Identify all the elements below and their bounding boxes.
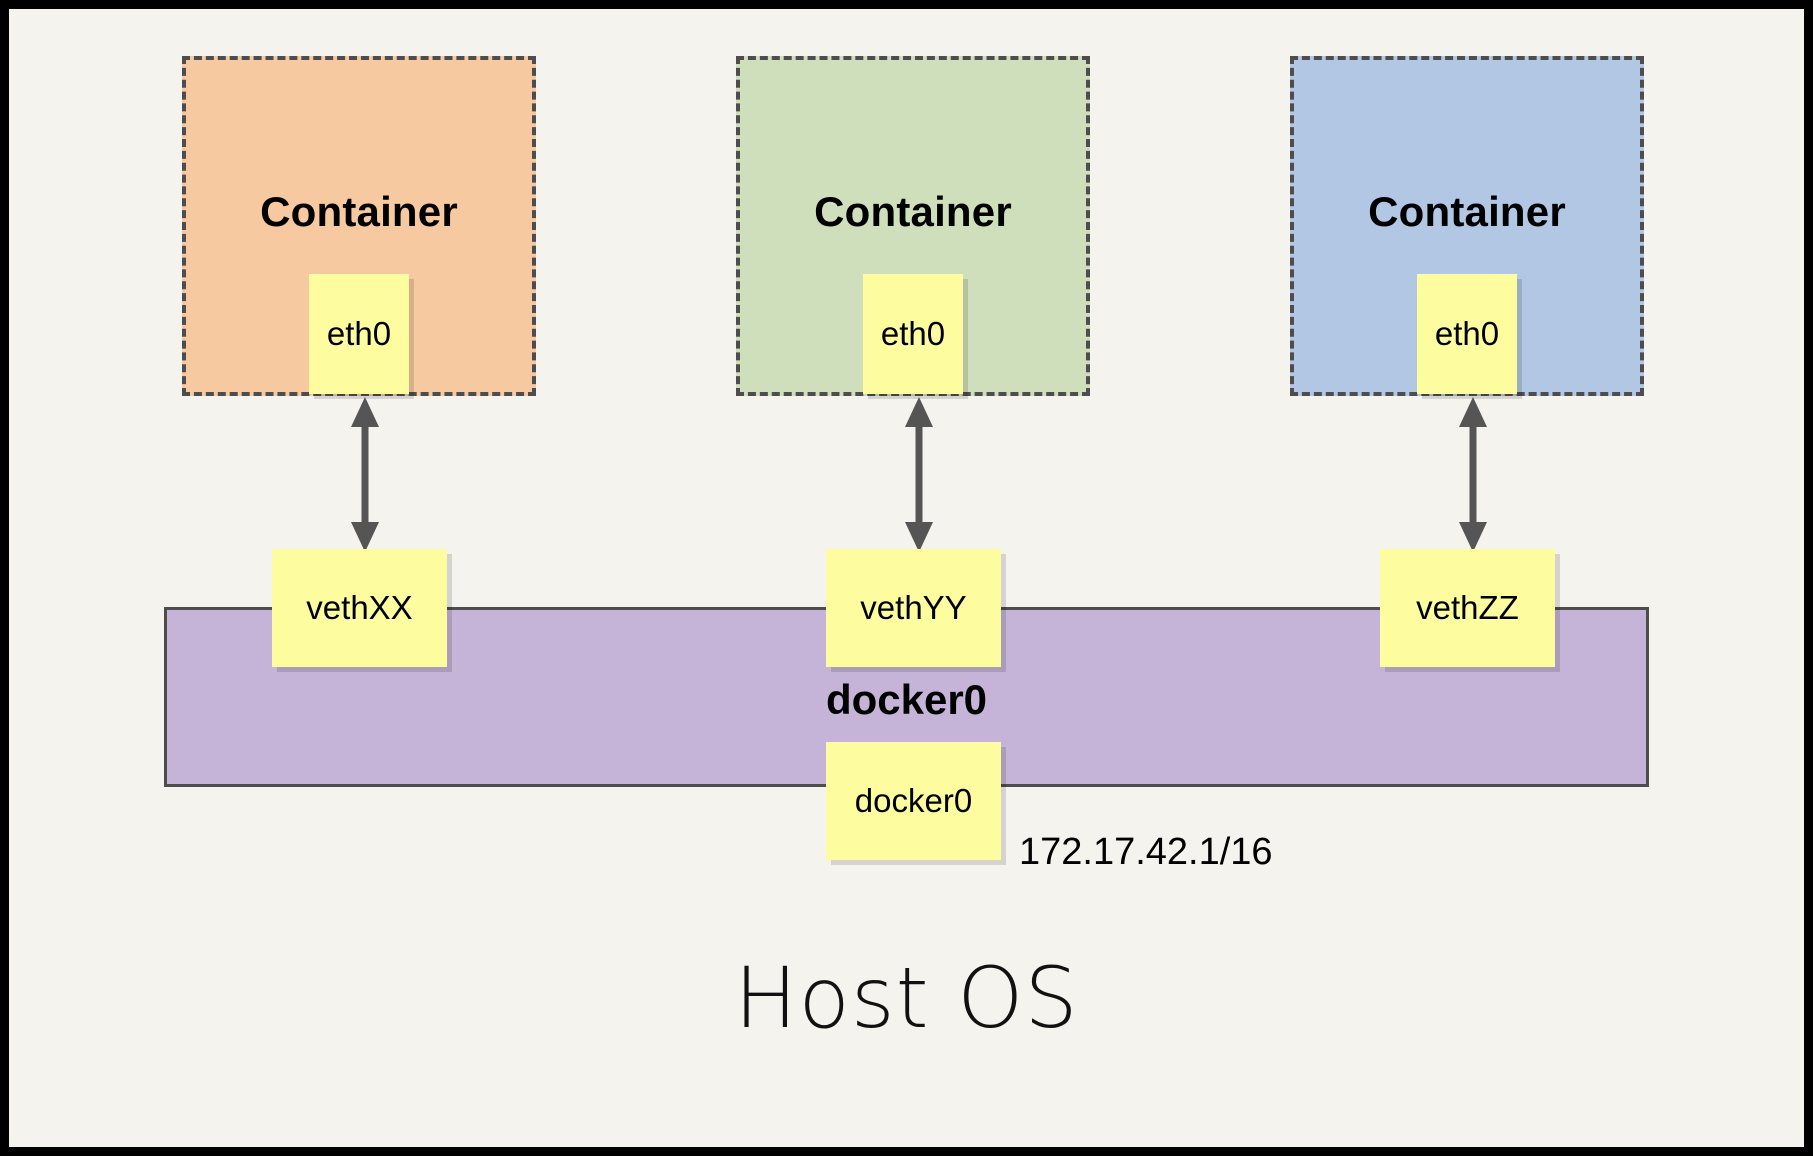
diagram-canvas: Container eth0 Container eth0 Container … [9,9,1804,1147]
eth0-interface-2[interactable]: eth0 [863,274,963,394]
docker0-bridge-label: docker0 [825,676,988,723]
container-label-1: Container [260,188,458,235]
container-label-3: Container [1368,188,1566,235]
veth-interface-2[interactable]: vethYY [826,549,1001,667]
veth-link-arrow-1 [351,397,379,552]
docker0-interface-note[interactable]: docker0 [826,742,1001,860]
eth0-interface-3[interactable]: eth0 [1417,274,1517,394]
veth-link-arrow-3 [1459,397,1487,552]
eth0-interface-1[interactable]: eth0 [309,274,409,394]
host-os-label: Host OS [734,949,1079,1047]
docker0-ip-address: 172.17.42.1/16 [1019,831,1273,873]
veth-link-arrow-2 [905,397,933,552]
veth-interface-3[interactable]: vethZZ [1380,549,1555,667]
veth-interface-1[interactable]: vethXX [272,549,447,667]
container-label-2: Container [814,188,1012,235]
